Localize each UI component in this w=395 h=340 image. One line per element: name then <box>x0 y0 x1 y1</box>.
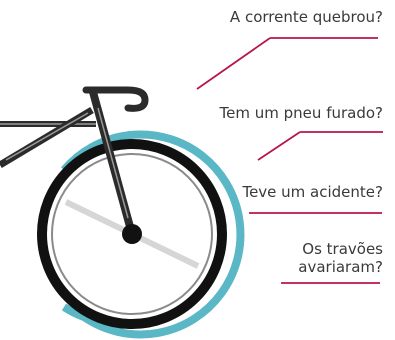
wheel-ring-arc-top <box>60 130 245 339</box>
wheel-ring-arc-bottom <box>61 303 86 321</box>
question-accident: Teve um acidente? <box>242 183 383 201</box>
question-flat-tire: Tem um pneu furado? <box>219 104 383 122</box>
hub <box>122 224 142 244</box>
frame-down-tube-inner <box>5 112 89 161</box>
question-chain-broken: A corrente quebrou? <box>229 8 383 26</box>
rim <box>51 153 213 315</box>
accent-line-2 <box>257 131 301 161</box>
question-brakes-failed: Os travões avariaram? <box>298 240 383 276</box>
question-brakes-line-1: Os travões <box>302 240 383 258</box>
fork-highlight <box>97 107 129 219</box>
accent-line-1 <box>196 37 271 90</box>
question-brakes-line-2: avariaram? <box>298 258 383 276</box>
tire <box>37 139 227 329</box>
handlebar <box>82 86 149 112</box>
